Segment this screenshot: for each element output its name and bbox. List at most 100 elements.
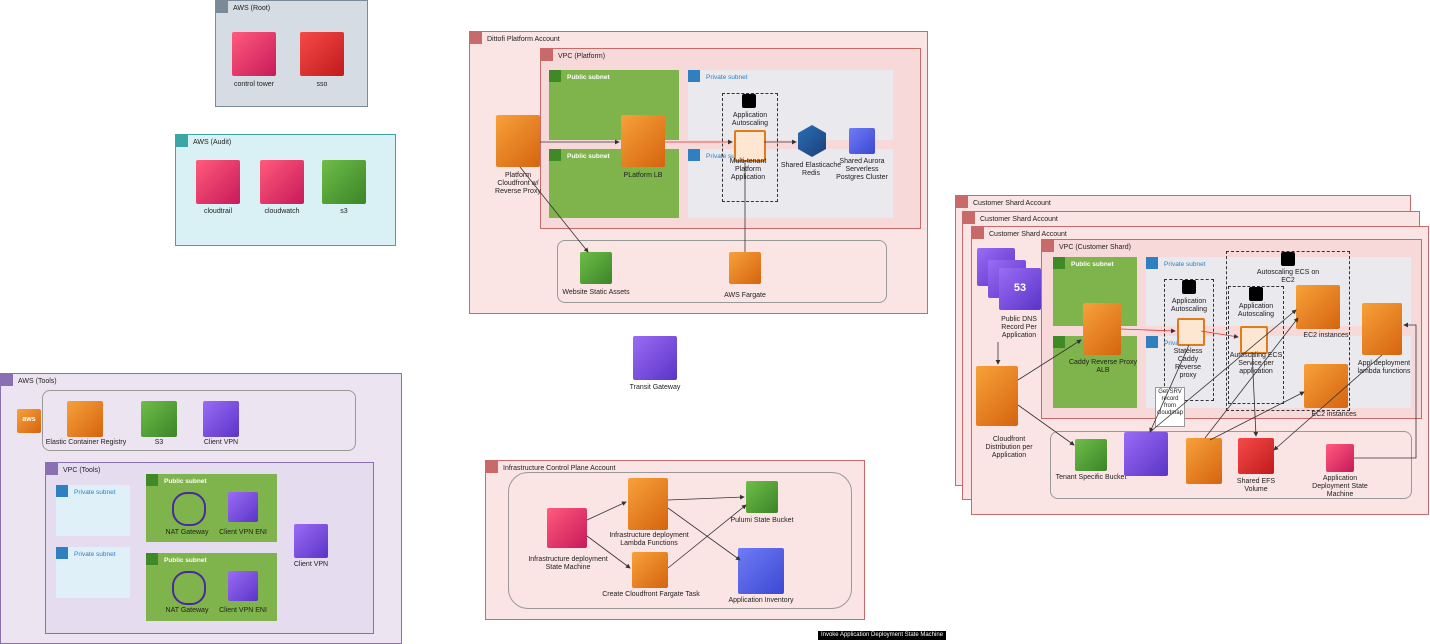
app-lambda-icon	[1362, 303, 1402, 355]
application-autoscaling-label: Application Autoscaling	[1170, 298, 1208, 313]
route53-icon	[999, 268, 1041, 310]
app-lambda-label: Appl deployment lambda functions	[1357, 360, 1411, 375]
lock-icon	[549, 70, 561, 82]
nat-gateway-label: NAT Gateway	[165, 607, 209, 614]
cloud-icon	[216, 1, 228, 13]
vpc-icon	[46, 463, 58, 475]
platform-cloudfront-icon	[496, 115, 540, 167]
caddy-alb-icon	[1083, 303, 1121, 355]
autoscaling-ecs-ec2-label: Autoscaling ECS on EC2	[1256, 269, 1320, 284]
platform-autoscaling-box	[722, 93, 778, 202]
platform-lb-label: PLatform LB	[623, 172, 663, 179]
control-tower-icon	[232, 32, 276, 76]
app-state-machine-icon	[1326, 444, 1354, 472]
cloudfront-per-app-label: Cloudfront Distribution per Application	[985, 436, 1033, 459]
ec2-instances-label: EC2 instances	[1303, 332, 1349, 339]
edge-statemachine-lambda	[1354, 322, 1417, 459]
app-inventory-icon	[738, 548, 784, 594]
subnet-title: Public subnet	[567, 74, 610, 81]
lock-icon	[146, 474, 158, 486]
subnet-title: Private subnet	[1164, 261, 1206, 268]
fargate-label: AWS Fargate	[724, 292, 766, 299]
lock-icon	[1053, 257, 1065, 269]
cloud-icon	[1, 374, 13, 386]
edge-caddy-cloudmap	[1149, 344, 1190, 433]
group-title: VPC (Customer Shard)	[1059, 244, 1131, 251]
group-title: Customer Shard Account	[980, 216, 1058, 223]
stateless-caddy-label: Stateless Caddy Reverse proxy	[1173, 348, 1203, 379]
aurora-label: Shared Aurora Serverless Postgres Cluste…	[836, 158, 888, 181]
client-vpn-icon	[203, 401, 239, 437]
group-title: Dittofi Platform Account	[487, 36, 560, 43]
cloudtrail-icon	[196, 160, 240, 204]
ecs-tasks-icon	[734, 130, 766, 162]
lock-icon	[1146, 336, 1158, 348]
edge-lambda-pulumi	[667, 494, 745, 501]
cloudwatch-label: cloudwatch	[264, 208, 300, 215]
website-assets-icon	[580, 252, 612, 284]
edge-caddy-service	[1200, 330, 1239, 339]
cloud-icon	[486, 461, 498, 473]
lock-icon	[549, 149, 561, 161]
cloudwatch-icon	[260, 160, 304, 204]
lock-icon	[688, 149, 700, 161]
client-vpn-outside-label: Client VPN	[293, 561, 329, 568]
edge-lambda-efs	[1273, 354, 1383, 451]
edge-cloudfront-assets	[519, 166, 589, 253]
transit-gateway-icon	[633, 336, 677, 380]
ecs-service-icon	[1240, 326, 1268, 354]
group-title: VPC (Platform)	[558, 53, 606, 60]
cloudfront-per-app-icon	[976, 366, 1018, 426]
ec2-instances-icon	[1304, 364, 1348, 408]
lock-icon	[688, 70, 700, 82]
fargate-task-label: Create Cloudfront Fargate Task	[602, 591, 700, 598]
edge-lambda-inventory	[667, 507, 741, 561]
app-inventory-label: Application Inventory	[728, 597, 794, 604]
group-title: AWS (Audit)	[193, 139, 232, 146]
client-vpn-label: Client VPN	[203, 439, 239, 446]
efs-gateway-icon	[1186, 438, 1222, 484]
shared-efs-icon	[1238, 438, 1274, 474]
s3-audit-label: s3	[340, 208, 348, 215]
autoscaling-icon	[1249, 287, 1263, 301]
ec2-instances-label: EC2 instances	[1311, 411, 1357, 418]
tenant-bucket-icon	[1075, 439, 1107, 471]
ecs-service-box	[1228, 286, 1284, 404]
cloud-icon	[963, 212, 975, 224]
lock-icon	[1146, 257, 1158, 269]
autoscaling-ecs-service-label: Autoscaling ECS Service per application	[1229, 352, 1283, 375]
elasticache-label: Shared Elasticache Redis	[780, 162, 842, 177]
invoke-caption-text: Invoke Application Deployment State Mach…	[820, 632, 944, 638]
client-vpn-eni-icon	[228, 571, 258, 601]
lock-icon	[56, 547, 68, 559]
cloud-icon	[972, 227, 984, 239]
caddy-proxy-icon	[1177, 318, 1205, 346]
application-autoscaling-label: Application Autoscaling	[731, 112, 769, 127]
client-vpn-outside-icon	[294, 524, 328, 558]
edge-sm-fargate	[586, 535, 631, 569]
edge-sm-lambda	[586, 501, 627, 521]
group-title: AWS (Root)	[233, 5, 271, 12]
subnet-title: Private subnet	[706, 74, 748, 81]
platform-assets-box	[557, 240, 887, 303]
group-title: AWS (Tools)	[18, 378, 57, 385]
app-state-machine-label: Application Deployment State Machine	[1312, 475, 1368, 498]
get-srv-label: Get SRV record from cloudmap	[1156, 389, 1183, 416]
ecr-icon	[67, 401, 103, 437]
vpc-icon	[541, 49, 553, 61]
route53-number: 53	[1013, 282, 1027, 294]
s3-audit-icon	[322, 160, 366, 204]
edge-cloudmap-ec2	[1149, 309, 1297, 433]
client-vpn-eni-icon	[228, 492, 258, 522]
platform-lb-icon	[621, 115, 665, 167]
cloud-icon	[470, 32, 482, 44]
subnet-title: Public subnet	[567, 153, 610, 160]
ecs-ec2-autoscaling-box	[1226, 251, 1350, 411]
nat-gateway-icon	[172, 492, 206, 526]
subnet-title: Public subnet	[1071, 261, 1114, 268]
autoscaling-icon	[742, 94, 756, 108]
pulumi-bucket-label: Pulumi State Bucket	[730, 517, 794, 524]
invoke-caption	[818, 631, 946, 640]
sso-icon	[300, 32, 344, 76]
